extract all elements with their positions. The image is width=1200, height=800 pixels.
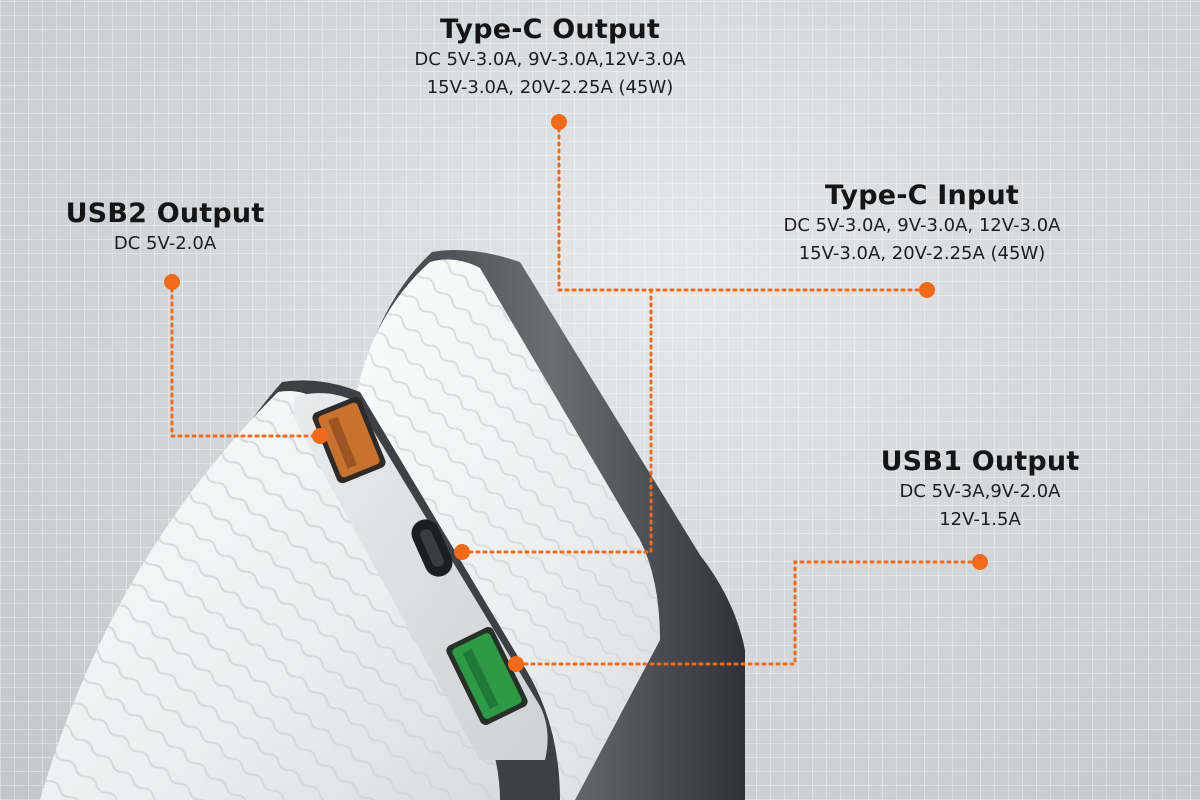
- callout-dot-icon: [919, 282, 935, 298]
- callout-dot-icon: [164, 274, 180, 290]
- callout-dot-icon: [454, 544, 470, 560]
- callout-spec-line: 15V-3.0A, 20V-2.25A (45W): [798, 243, 1046, 264]
- callout-usb2-output: USB2 Output DC 5V-2.0A: [40, 198, 290, 258]
- callout-spec-line: DC 5V-3A,9V-2.0A: [899, 481, 1061, 502]
- callout-spec-line: 15V-3.0A, 20V-2.25A (45W): [426, 77, 674, 98]
- callout-dots: [164, 114, 988, 672]
- front-power-bank: [40, 380, 560, 800]
- callout-spec-line: DC 5V-3.0A, 9V-3.0A, 12V-3.0A: [783, 215, 1061, 236]
- callout-spec-line: 12V-1.5A: [939, 509, 1021, 530]
- leader-usb1: [514, 560, 980, 666]
- callout-typec-output: Type-C Output DC 5V-3.0A, 9V-3.0A,12V-3.…: [350, 14, 750, 102]
- callout-typec-input: Type-C Input DC 5V-3.0A, 9V-3.0A, 12V-3.…: [722, 180, 1122, 268]
- callout-dot-icon: [551, 114, 567, 130]
- callout-spec-line: DC 5V-2.0A: [113, 233, 217, 254]
- callout-usb1-output: USB1 Output DC 5V-3A,9V-2.0A 12V-1.5A: [860, 446, 1100, 534]
- leader-typec-input: [460, 288, 653, 554]
- callout-dot-icon: [508, 656, 524, 672]
- leader-typec-output: [557, 120, 927, 292]
- callout-title: Type-C Input: [825, 180, 1019, 211]
- callout-dot-icon: [312, 428, 328, 444]
- callout-title: USB1 Output: [880, 446, 1080, 477]
- usb2-port: [312, 396, 386, 484]
- usb1-port: [446, 627, 528, 725]
- leader-usb2: [170, 280, 322, 438]
- callout-title: USB2 Output: [65, 198, 265, 229]
- callout-title: Type-C Output: [439, 14, 660, 45]
- front-shell-ridges: [40, 391, 500, 800]
- typec-port: [411, 519, 453, 577]
- callout-spec-line: DC 5V-3.0A, 9V-3.0A,12V-3.0A: [414, 49, 686, 70]
- leader-lines: [170, 120, 980, 666]
- callout-dot-icon: [972, 554, 988, 570]
